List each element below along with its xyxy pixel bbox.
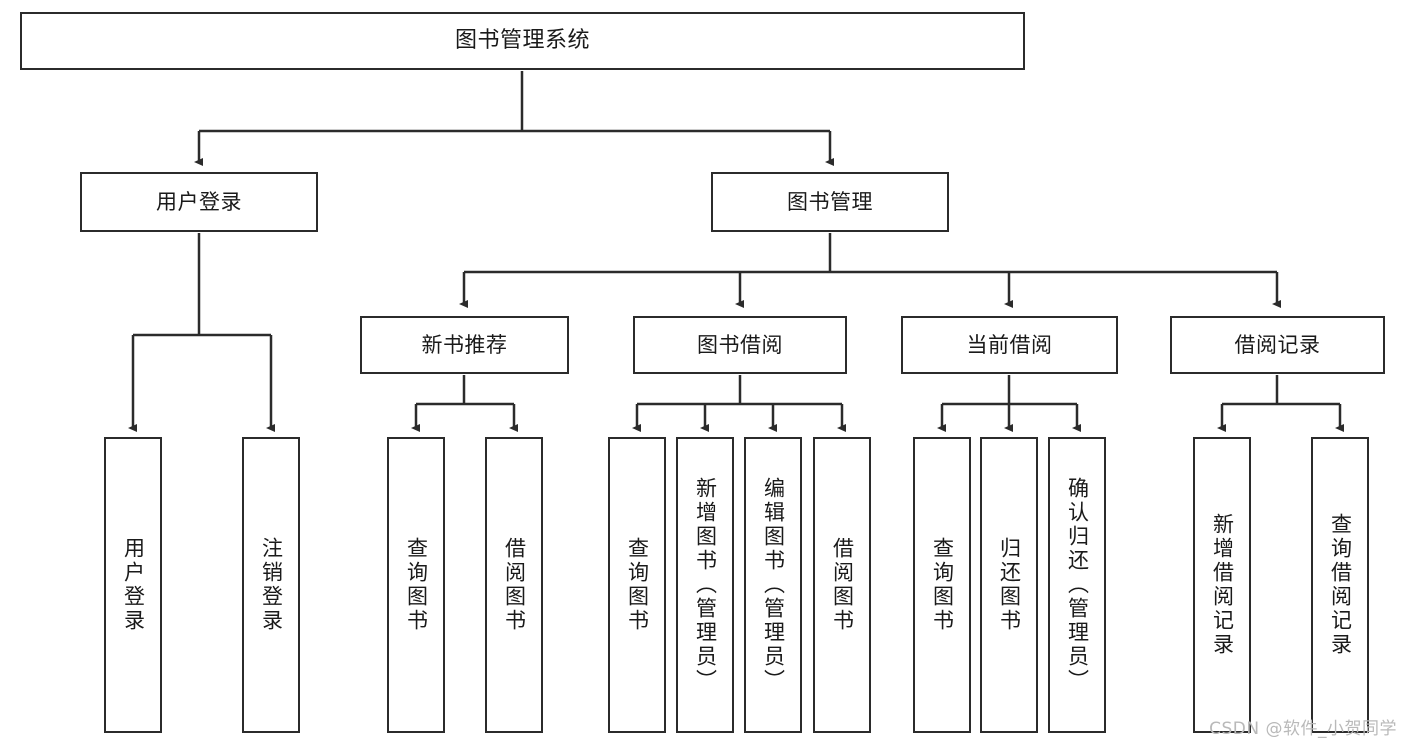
leaf-current-borrow-return-book[interactable]: 归还图书 [980,437,1038,733]
leaf-book-borrow-borrow-book[interactable]: 借阅图书 [813,437,871,733]
node-label: 新书推荐 [421,332,508,357]
leaf-book-borrow-add-book-admin[interactable]: 新增图书（管理员） [676,437,734,733]
node-book-management[interactable]: 图书管理 [711,172,949,232]
node-label: 查询借阅记录 [1328,513,1353,657]
leaf-current-borrow-query-book[interactable]: 查询图书 [913,437,971,733]
node-label: 查询图书 [625,537,650,633]
leaf-user-login-logout[interactable]: 注销登录 [242,437,300,733]
node-user-login[interactable]: 用户登录 [80,172,318,232]
leaf-new-books-query-book[interactable]: 查询图书 [387,437,445,733]
node-root-book-management-system[interactable]: 图书管理系统 [20,12,1025,70]
node-label: 借阅图书 [830,537,855,633]
leaf-book-borrow-query-book[interactable]: 查询图书 [608,437,666,733]
node-label: 借阅记录 [1234,332,1321,357]
node-label: 当前借阅 [966,332,1053,357]
leaf-borrow-records-query-record[interactable]: 查询借阅记录 [1311,437,1369,733]
node-label: 编辑图书（管理员） [761,477,786,693]
node-label: 新增借阅记录 [1210,513,1235,657]
leaf-book-borrow-edit-book-admin[interactable]: 编辑图书（管理员） [744,437,802,733]
node-label: 用户登录 [156,189,242,214]
node-current-borrowing[interactable]: 当前借阅 [901,316,1118,374]
leaf-user-login-login[interactable]: 用户登录 [104,437,162,733]
watermark: CSDN @软件_小贺同学 [1209,719,1397,739]
node-label: 查询图书 [404,537,429,633]
node-book-borrowing[interactable]: 图书借阅 [633,316,847,374]
node-label: 图书借阅 [697,332,783,357]
node-label: 查询图书 [930,537,955,633]
node-new-book-recommendation[interactable]: 新书推荐 [360,316,569,374]
node-label: 借阅图书 [502,537,527,633]
leaf-borrow-records-add-record[interactable]: 新增借阅记录 [1193,437,1251,733]
node-label: 用户登录 [121,537,146,633]
node-label: 确认归还（管理员） [1065,477,1090,693]
node-label: 新增图书（管理员） [693,477,718,693]
node-label: 注销登录 [259,537,284,633]
node-label: 归还图书 [997,537,1022,633]
node-label: 图书管理系统 [454,28,590,54]
leaf-current-borrow-confirm-return-admin[interactable]: 确认归还（管理员） [1048,437,1106,733]
node-borrow-records[interactable]: 借阅记录 [1170,316,1385,374]
node-label: 图书管理 [787,189,873,214]
leaf-new-books-borrow-book[interactable]: 借阅图书 [485,437,543,733]
